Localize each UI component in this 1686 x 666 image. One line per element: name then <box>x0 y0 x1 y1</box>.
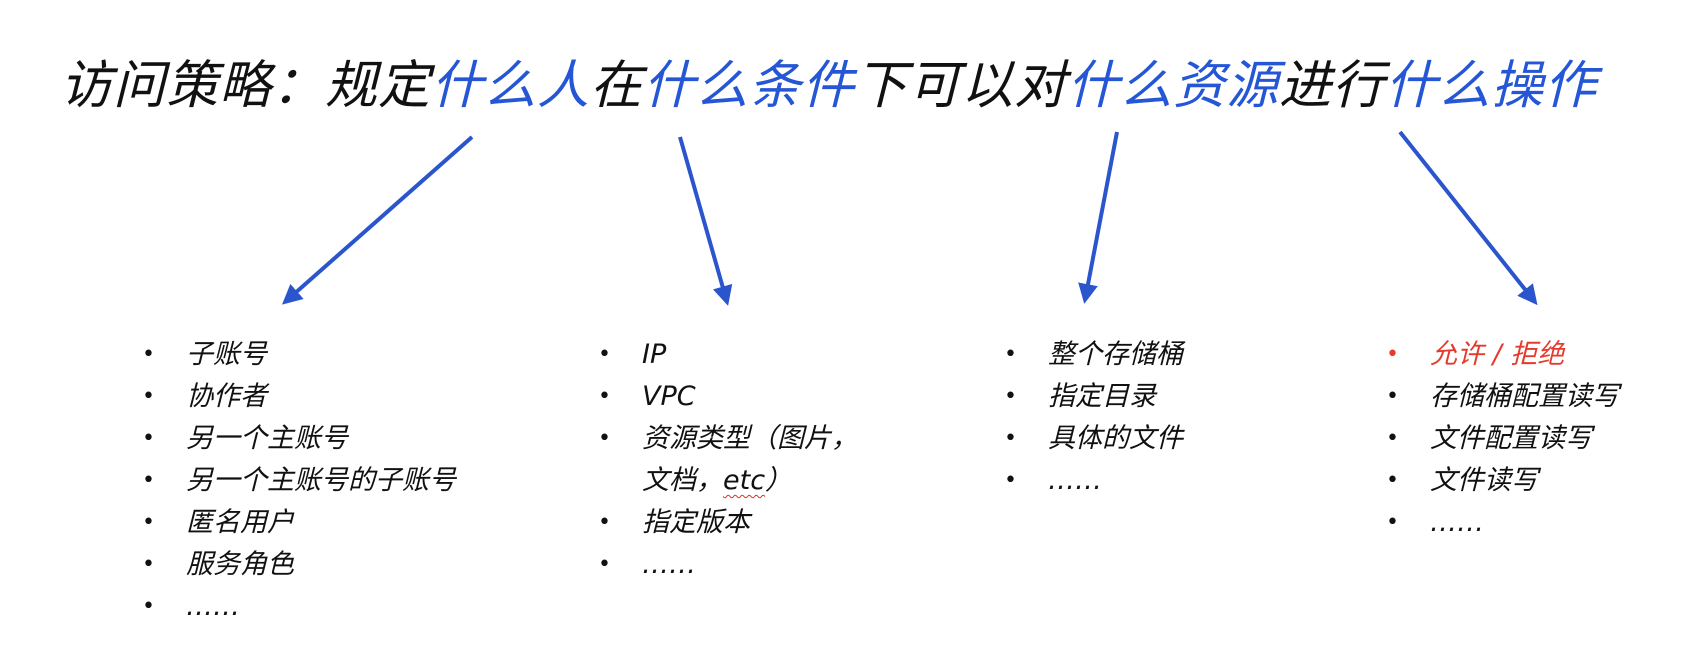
list-item: 具体的文件 <box>1004 418 1183 460</box>
title-highlight-resource: 什么资源 <box>1067 56 1280 116</box>
list-item: 另一个主账号的子账号 <box>142 460 456 502</box>
list-item: 指定版本 <box>598 502 858 544</box>
continuation-tail: ） <box>765 465 793 496</box>
list-item: …… <box>1386 502 1619 544</box>
arrow-resource <box>1078 131 1119 304</box>
list-item: …… <box>598 544 858 586</box>
condition-list: IP VPC 资源类型（图片， 文档，etc） 指定版本 …… <box>598 334 858 586</box>
action-list: 允许 / 拒绝 存储桶配置读写 文件配置读写 文件读写 …… <box>1386 334 1619 544</box>
list-item: 协作者 <box>142 376 456 418</box>
list-item-continuation: 文档，etc） <box>598 460 858 502</box>
arrow-who <box>282 135 474 305</box>
who-list: 子账号 协作者 另一个主账号 另一个主账号的子账号 匿名用户 服务角色 …… <box>142 334 456 628</box>
list-item: 另一个主账号 <box>142 418 456 460</box>
list-item: 资源类型（图片， <box>598 418 858 460</box>
resource-list: 整个存储桶 指定目录 具体的文件 …… <box>1004 334 1183 502</box>
list-item: …… <box>142 586 456 628</box>
arrow-condition <box>678 136 733 306</box>
list-item: …… <box>1004 460 1183 502</box>
title-highlight-action: 什么操作 <box>1385 56 1598 116</box>
title-segment: 下可以对 <box>855 56 1068 116</box>
list-item: 文件读写 <box>1386 460 1619 502</box>
list-item: 服务角色 <box>142 544 456 586</box>
spellcheck-underlined-text: etc <box>723 465 766 496</box>
title-highlight-condition: 什么条件 <box>643 56 856 116</box>
list-item: 文件配置读写 <box>1386 418 1619 460</box>
list-item: 子账号 <box>142 334 456 376</box>
title-segment: 进行 <box>1279 56 1386 116</box>
title-segment: 访问策略：规定 <box>60 56 432 116</box>
list-item: 存储桶配置读写 <box>1386 376 1619 418</box>
list-item: 匿名用户 <box>142 502 456 544</box>
arrow-action <box>1398 130 1538 306</box>
continuation-text: 文档， <box>642 465 723 496</box>
list-item-emphasis: 允许 / 拒绝 <box>1386 334 1619 376</box>
title-segment: 在 <box>590 56 644 116</box>
title-highlight-who: 什么人 <box>431 56 591 116</box>
list-item: 整个存储桶 <box>1004 334 1183 376</box>
list-item: IP <box>598 334 858 376</box>
page-title: 访问策略：规定什么人在什么条件下可以对什么资源进行什么操作 <box>60 50 1597 122</box>
list-item: VPC <box>598 376 858 418</box>
list-item: 指定目录 <box>1004 376 1183 418</box>
